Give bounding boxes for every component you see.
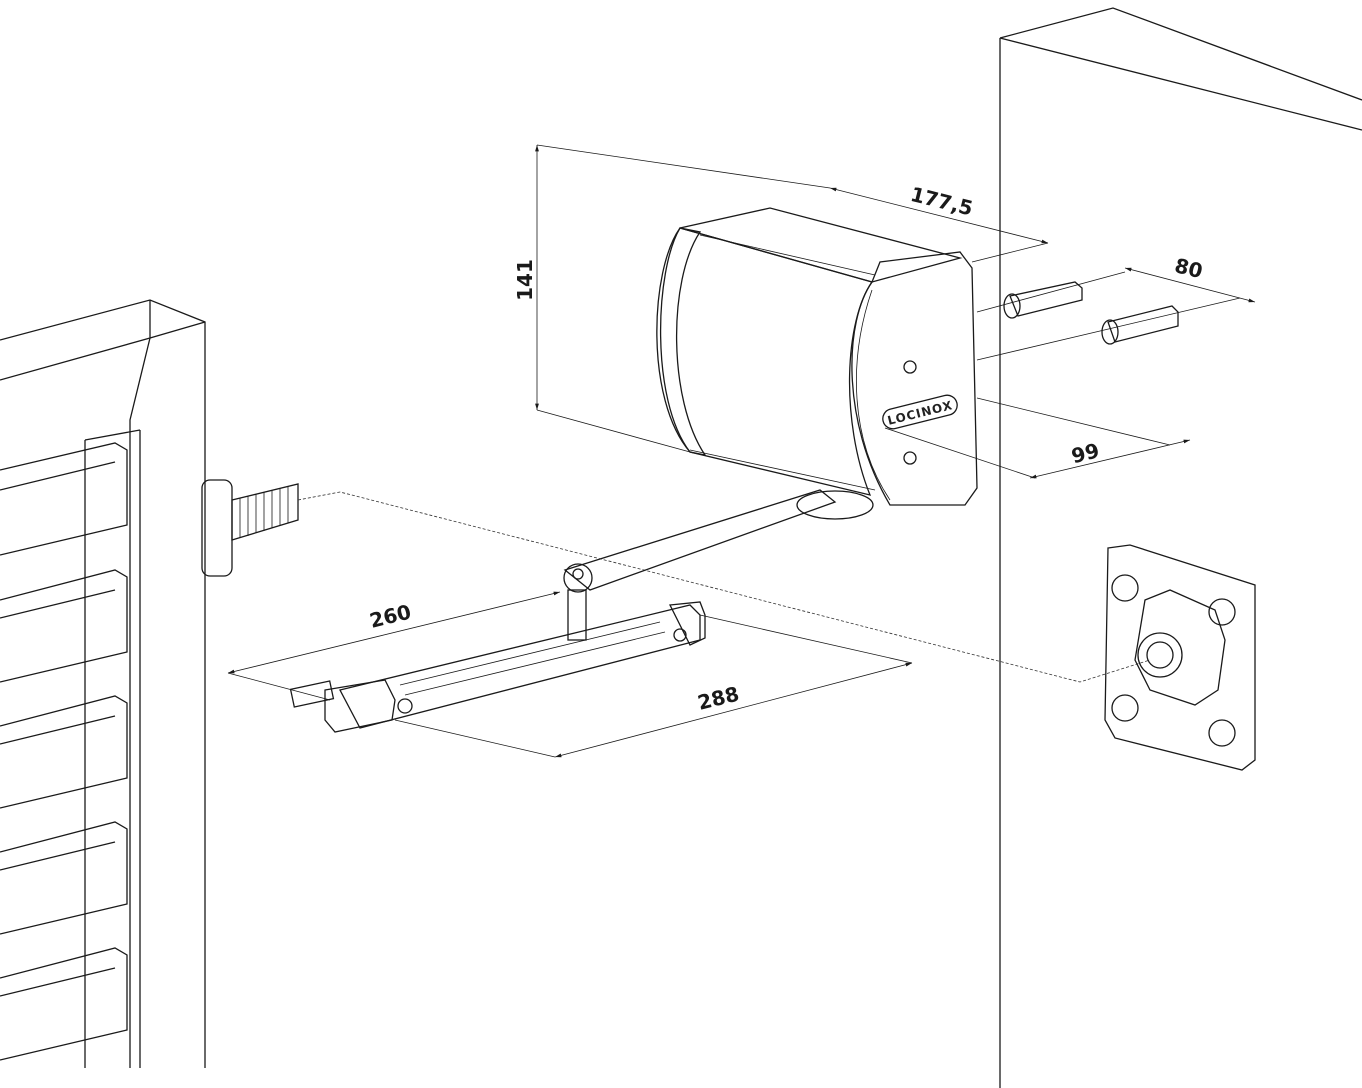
mounting-plate bbox=[1104, 544, 1256, 771]
hinge-bolt bbox=[201, 479, 299, 577]
dimension-width: 177,5 bbox=[829, 182, 1049, 263]
gate bbox=[0, 299, 206, 1068]
dimension-arm-length-label: 260 bbox=[367, 600, 413, 633]
dimension-width-label: 177,5 bbox=[908, 182, 975, 221]
dimension-anchor-spacing: 80 bbox=[976, 253, 1256, 361]
closer-housing: LOCINOX bbox=[656, 207, 978, 506]
gate-slats bbox=[0, 442, 128, 1061]
dimension-rail-length: 288 bbox=[394, 614, 913, 758]
dimension-anchor-spacing-label: 80 bbox=[1172, 253, 1205, 283]
dimension-arm-length: 260 bbox=[227, 591, 561, 701]
wall-post bbox=[999, 7, 1362, 1088]
dimension-height-label: 141 bbox=[513, 259, 537, 301]
brand-logo: LOCINOX bbox=[882, 394, 958, 430]
dimension-depth-label: 99 bbox=[1069, 438, 1102, 468]
wall-anchors bbox=[1003, 281, 1179, 345]
center-axis-line bbox=[297, 491, 1151, 683]
slide-rail bbox=[289, 601, 706, 733]
closer-arm bbox=[563, 489, 874, 641]
brand-logo-text: LOCINOX bbox=[886, 398, 954, 428]
dimension-height: 141 bbox=[513, 144, 831, 453]
